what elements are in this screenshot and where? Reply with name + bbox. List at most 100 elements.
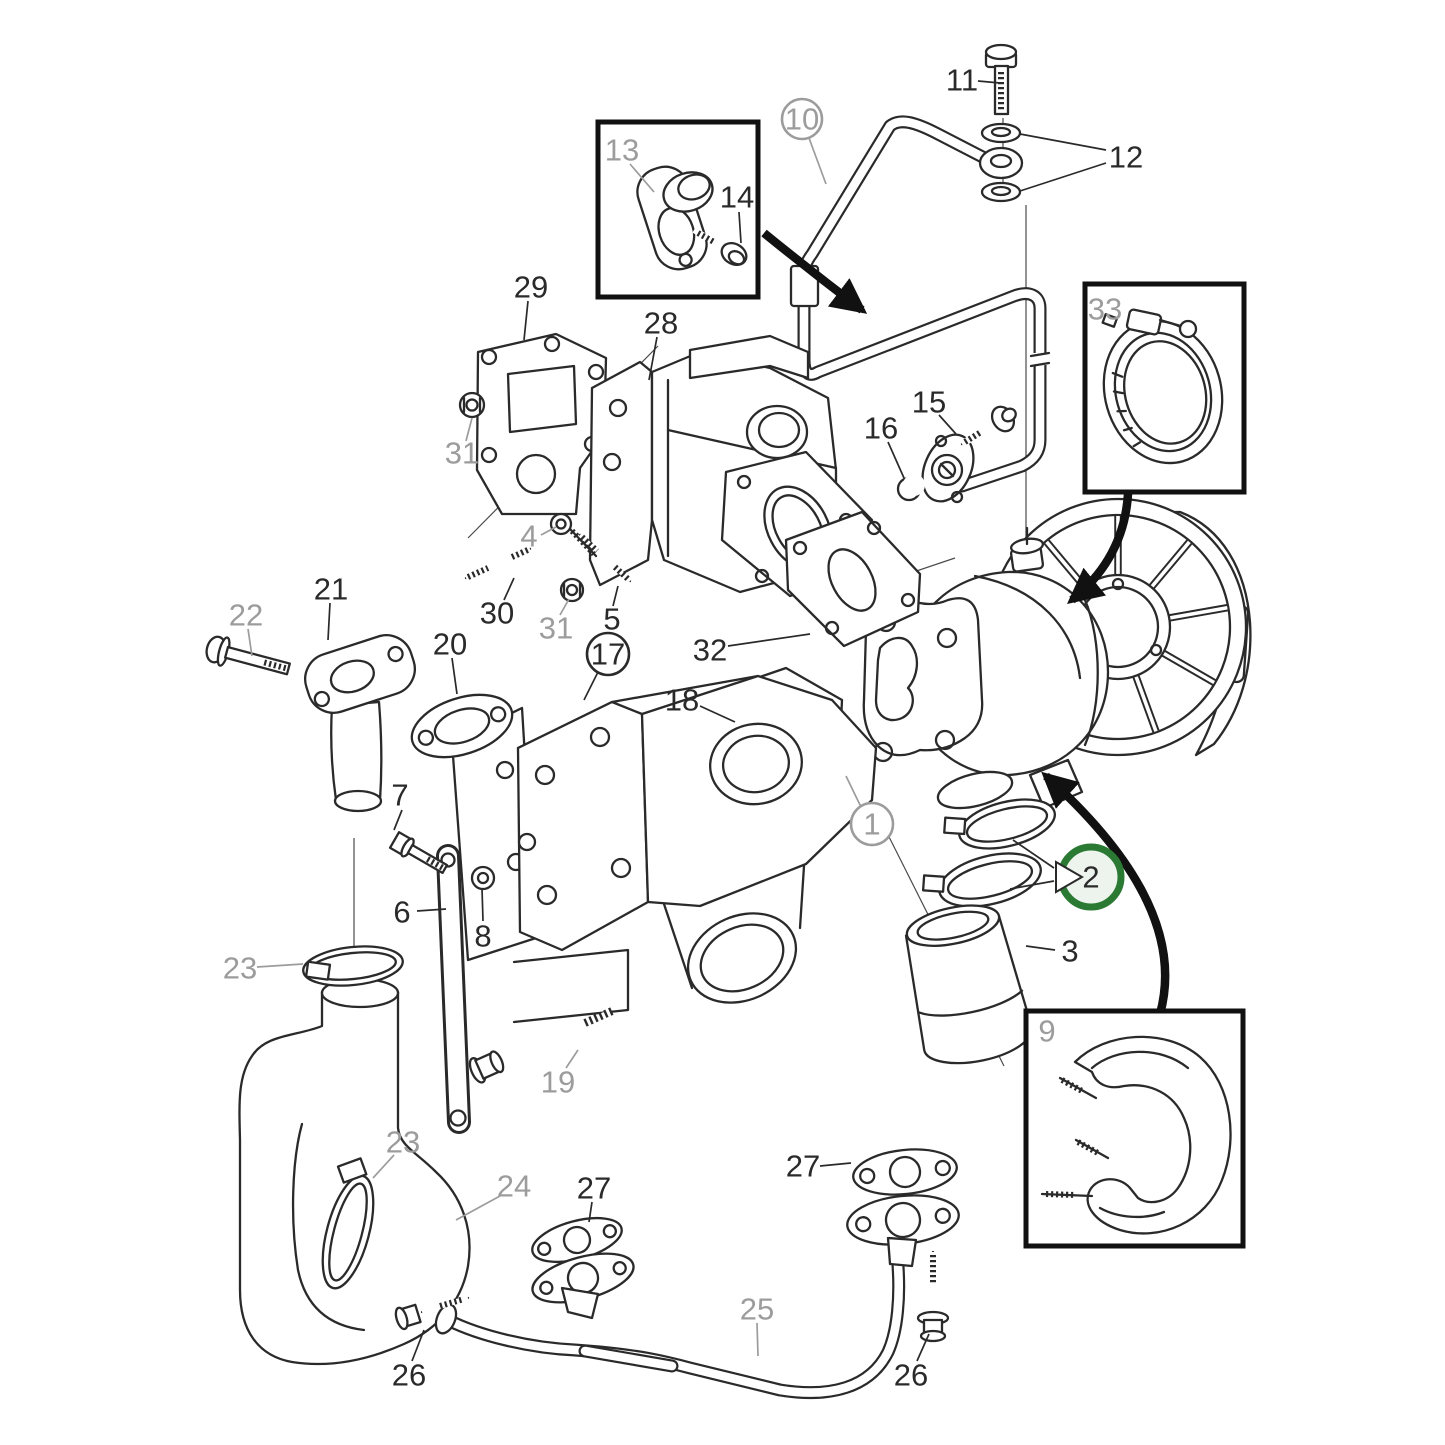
callout-5: 5 (603, 602, 620, 637)
callout-31: 31 (445, 436, 479, 471)
callout-19: 19 (541, 1065, 575, 1100)
callout-28: 28 (644, 306, 678, 341)
leader-line (393, 809, 403, 831)
callout-circle (585, 631, 631, 677)
detail-box-9 (1023, 1008, 1246, 1249)
leader-line (465, 417, 473, 442)
callout-27: 27 (786, 1149, 820, 1184)
leader-line (808, 137, 827, 185)
part-banjo-and-bolt (896, 405, 1017, 504)
arrow-from-detail-13-14 (761, 229, 868, 314)
callout-33: 33 (1088, 292, 1122, 327)
callout-2: 2 (1082, 860, 1099, 895)
part-return-pipe-25 (394, 1148, 960, 1399)
callout-30: 30 (480, 596, 514, 631)
part-banjo-bolt-washers (978, 43, 1024, 203)
leader-line (1012, 839, 1055, 869)
part-gasket-32 (784, 510, 922, 648)
callout-4: 4 (520, 519, 537, 554)
leader-line (540, 526, 557, 536)
part-hose-24 (238, 945, 471, 1366)
detail-box-33 (1082, 281, 1247, 495)
leader-line (416, 908, 447, 912)
leader-line (455, 1195, 501, 1221)
callout-31: 31 (539, 611, 573, 646)
leader-line (523, 300, 529, 341)
leader-line (411, 1329, 425, 1362)
callout-29: 29 (514, 270, 548, 305)
leader-line (372, 1154, 395, 1179)
part-filler-21 (205, 634, 514, 813)
leader-line (565, 1049, 579, 1069)
callout-20: 20 (433, 627, 467, 662)
callout-26: 26 (894, 1358, 928, 1393)
reference-arrows (761, 229, 1170, 1016)
callout-11: 11 (946, 63, 978, 98)
callout-17: 17 (591, 637, 625, 672)
leader-line (648, 336, 658, 381)
part-gasket-29 (458, 332, 608, 516)
leader-line (756, 1322, 759, 1357)
part-elbow-17 (450, 674, 878, 1024)
detail-box-13-14 (595, 119, 761, 300)
leader-line (612, 585, 619, 607)
part-studs-nuts (464, 512, 632, 603)
callout-14: 14 (720, 180, 754, 215)
leader-line (503, 577, 515, 601)
arrow-from-detail-33 (1067, 493, 1133, 605)
leader-line (481, 887, 484, 922)
part-bolt-19 (468, 1007, 614, 1084)
leader-line (916, 1333, 930, 1362)
callout-12: 12 (1109, 140, 1143, 175)
callout-23: 23 (386, 1125, 420, 1160)
leader-line (247, 628, 253, 657)
highlight-pointer-icon (1055, 860, 1085, 894)
callout-10: 10 (785, 102, 819, 137)
callout-27: 27 (577, 1171, 611, 1206)
leader-line (845, 775, 862, 808)
callout-21: 21 (314, 572, 348, 607)
leader-line (1019, 162, 1107, 192)
part-manifold-28 (588, 334, 874, 598)
callout-26: 26 (392, 1358, 426, 1393)
leader-line (559, 598, 570, 616)
callout-6: 6 (393, 895, 410, 930)
callout-24: 24 (497, 1169, 531, 1204)
part-turbocharger (862, 526, 1110, 810)
leader-line (583, 671, 599, 701)
callout-16: 16 (864, 411, 898, 446)
leader-line (256, 963, 304, 968)
leader-line (1019, 133, 1107, 151)
callout-7: 7 (391, 778, 408, 813)
leader-line (727, 633, 811, 647)
callout-23: 23 (223, 951, 257, 986)
leader-line (629, 163, 655, 193)
callout-9: 9 (1038, 1014, 1055, 1049)
callout-15: 15 (912, 385, 946, 420)
leader-line (977, 80, 1001, 84)
leader-line (887, 441, 905, 479)
callout-circle (849, 801, 895, 847)
leader-line (1009, 880, 1055, 890)
leader-line (738, 211, 742, 244)
leader-line (451, 657, 458, 695)
part-strap-6 (388, 831, 496, 1134)
callout-1: 1 (863, 807, 880, 842)
callout-25: 25 (740, 1292, 774, 1327)
callout-circle (780, 97, 824, 141)
part-clamps-and-hose-3 (904, 798, 1056, 1065)
leader-line (588, 1201, 593, 1223)
callout-22: 22 (229, 598, 263, 633)
callout-18: 18 (665, 683, 699, 718)
callout-13: 13 (605, 133, 639, 168)
leader-line (1025, 945, 1056, 951)
callout-3: 3 (1061, 934, 1078, 969)
callout-32: 32 (693, 633, 727, 668)
callout-8: 8 (474, 919, 491, 954)
arrow-from-detail-9 (1041, 771, 1170, 1016)
leader-line (699, 705, 736, 723)
leader-line (938, 414, 957, 435)
